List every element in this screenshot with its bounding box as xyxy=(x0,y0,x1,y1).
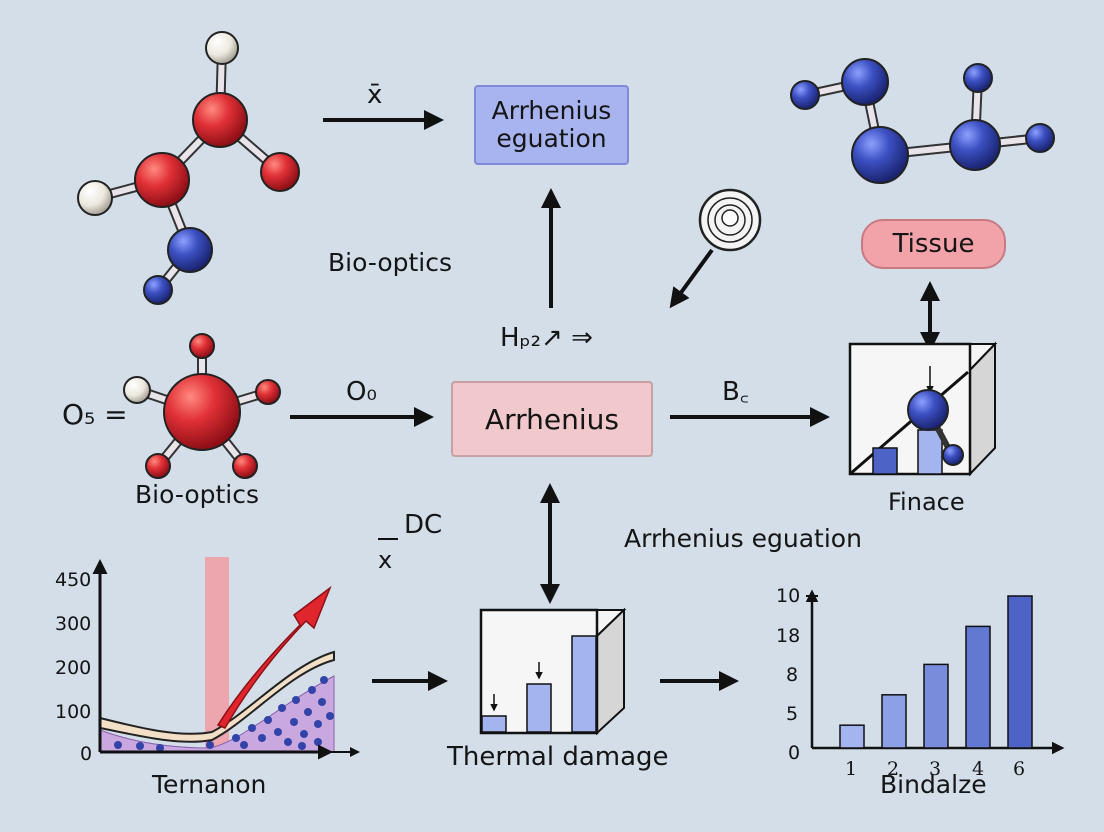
area-dots xyxy=(114,676,334,752)
area-dot xyxy=(314,720,322,728)
bindalze-label: Bindalze xyxy=(880,770,987,799)
finace-label: Finace xyxy=(888,488,965,516)
thermal-damage-chart xyxy=(479,607,627,736)
line-band xyxy=(99,650,335,743)
finace-cube-icon xyxy=(848,341,998,477)
area-dot xyxy=(298,742,306,750)
arrhenius-box[interactable]: Arrhenius xyxy=(451,381,653,457)
bio-optics-left-label: Bio-optics xyxy=(135,480,260,509)
bindalze-bar xyxy=(1007,595,1033,749)
area-dot xyxy=(206,741,214,749)
bindalze-bar xyxy=(881,694,907,749)
area-dot xyxy=(264,716,272,724)
area-dot xyxy=(156,744,164,752)
bindalze-xtick: 4 xyxy=(972,758,985,780)
molecule-center-left-icon xyxy=(123,333,281,479)
bindalze-xtick: 2 xyxy=(887,758,900,780)
ternanon-ytick: 450 xyxy=(55,569,92,591)
ternanon-label: Ternanon xyxy=(152,770,267,799)
x-bar-label: x̄ xyxy=(367,80,383,110)
x-small-label: x xyxy=(378,546,393,574)
molecule-top-left-icon xyxy=(77,31,300,305)
area-dot xyxy=(278,704,286,712)
ternanon-ytick: 100 xyxy=(55,701,92,723)
ternanon-ytick: 300 xyxy=(55,613,92,635)
molecule-top-right-icon xyxy=(790,58,1055,184)
hp2-label: Hₚ₂↗ ⇒ xyxy=(500,323,593,353)
thermal-bar xyxy=(571,635,597,733)
arrhenius-equation-box[interactable]: Arrhenius eguation xyxy=(474,85,629,165)
trend-arrow xyxy=(216,585,332,729)
ternanon-chart xyxy=(92,557,360,760)
bs-label: B꜀ xyxy=(722,377,749,407)
area-dot xyxy=(304,708,312,716)
thermal-bars xyxy=(481,635,597,733)
area-dot xyxy=(320,676,328,684)
area-dot xyxy=(318,698,326,706)
bindalze-ytick: 18 xyxy=(776,625,801,647)
area-dot xyxy=(114,741,122,749)
ternanon-ytick: 0 xyxy=(80,743,93,765)
area-dot xyxy=(232,734,240,742)
o0-label: O₀ xyxy=(346,377,377,407)
area-dot xyxy=(300,730,308,738)
ternanon-ytick: 200 xyxy=(55,657,92,679)
bindalze-chart xyxy=(805,589,1065,755)
area-dot xyxy=(308,686,316,694)
bindalze-xtick: 1 xyxy=(845,758,858,780)
bindalze-bar xyxy=(839,724,865,749)
area-dot xyxy=(314,738,322,746)
bindalze-ytick: 5 xyxy=(786,703,799,725)
area-dot xyxy=(292,696,300,704)
tissue-box[interactable]: Tissue xyxy=(861,219,1006,269)
bindalze-ytick: 0 xyxy=(788,742,801,764)
area-dot xyxy=(274,728,282,736)
area-dot xyxy=(284,738,292,746)
dc-label: DC xyxy=(404,510,443,540)
arrows xyxy=(290,110,940,691)
bindalze-bars xyxy=(839,595,1033,749)
area-dot xyxy=(258,734,266,742)
area-dot xyxy=(290,718,298,726)
area-dot xyxy=(240,741,248,749)
area-dot xyxy=(326,712,334,720)
area-dot xyxy=(136,742,144,750)
bindalze-xtick: 3 xyxy=(929,758,942,780)
o5-equals-label: O₅ = xyxy=(62,398,128,431)
bindalze-bar xyxy=(965,625,991,749)
bindalze-bar xyxy=(923,663,949,749)
probe-icon xyxy=(669,188,762,309)
area-dot xyxy=(248,724,256,732)
arrhenius-equation-caption: Arrhenius eguation xyxy=(624,524,862,553)
bindalze-ytick: 8 xyxy=(786,664,799,686)
bindalze-xtick: 6 xyxy=(1013,758,1026,780)
bio-optics-top-label: Bio-optics xyxy=(328,248,453,277)
thermal-damage-label: Thermal damage xyxy=(447,742,669,772)
thermal-bar xyxy=(526,683,552,733)
thermal-bar xyxy=(481,715,507,733)
bindalze-ytick: 10 xyxy=(776,585,801,607)
